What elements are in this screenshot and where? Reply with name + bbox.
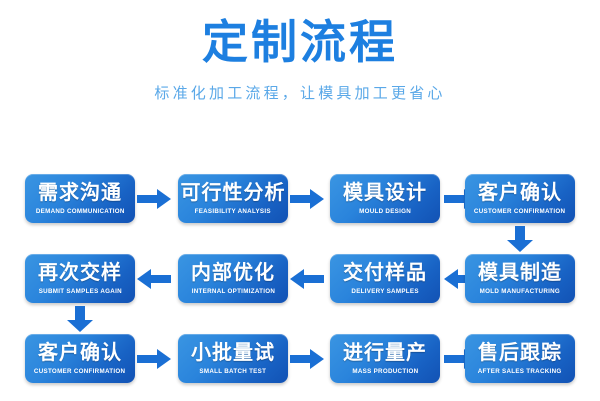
flow-node-label-cn: 售后跟踪	[478, 341, 562, 364]
flow-node-label-en: DEMAND COMMUNICATION	[35, 207, 125, 215]
header: 定制流程 标准化加工流程，让模具加工更省心	[0, 0, 600, 140]
page-subtitle: 标准化加工流程，让模具加工更省心	[154, 85, 446, 102]
flow-node-label-cn: 模具设计	[343, 181, 427, 204]
flow-node-label-en: INTERNAL OPTIMIZATION	[191, 287, 275, 295]
flow-node-label-en: MOULD DESIGN	[359, 207, 411, 215]
flow-node-label-en: MASS PRODUCTION	[351, 367, 419, 375]
flow-node-mold-manufacturing[interactable]: 模具制造 MOLD MANUFACTURING	[465, 254, 575, 303]
flow-node-internal-optimization[interactable]: 内部优化 INTERNAL OPTIMIZATION	[178, 254, 288, 303]
flow-node-label-cn: 客户确认	[478, 181, 562, 204]
flow-node-label-en: AFTER SALES TRACKING	[478, 367, 562, 375]
arrow-left-r2-1	[137, 269, 171, 289]
flow-node-label-cn: 客户确认	[38, 341, 122, 364]
flow-node-label-en: SMALL BATCH TEST	[199, 367, 267, 375]
page-title: 定制流程	[202, 16, 398, 68]
flow-node-delivery-samples[interactable]: 交付样品 DELIVERY SAMPLES	[330, 254, 440, 303]
flow-node-label-cn: 交付样品	[343, 261, 427, 284]
flow-node-label-en: CUSTOMER CONFIRMATION	[474, 207, 566, 215]
flow-node-label-cn: 小批量试	[191, 341, 275, 364]
flow-node-demand-communication[interactable]: 需求沟通 DEMAND COMMUNICATION	[25, 174, 135, 223]
arrow-right-r3-2	[290, 349, 324, 369]
flow-node-customer-confirmation-1[interactable]: 客户确认 CUSTOMER CONFIRMATION	[465, 174, 575, 223]
flow-node-label-cn: 再次交样	[38, 261, 122, 284]
arrow-down-right	[507, 226, 533, 252]
flow-node-label-en: FEASIBILITY ANALYSIS	[194, 207, 272, 215]
flow-node-mass-production[interactable]: 进行量产 MASS PRODUCTION	[330, 334, 440, 383]
process-flow-diagram: 需求沟通 DEMAND COMMUNICATION 可行性分析 FEASIBIL…	[0, 150, 600, 401]
flow-node-label-en: MOLD MANUFACTURING	[479, 287, 561, 295]
flow-node-label-cn: 进行量产	[343, 341, 427, 364]
arrow-left-r2-2	[290, 269, 324, 289]
arrow-right-r3-1	[137, 349, 171, 369]
flow-node-after-sales-tracking[interactable]: 售后跟踪 AFTER SALES TRACKING	[465, 334, 575, 383]
flow-node-mould-design[interactable]: 模具设计 MOULD DESIGN	[330, 174, 440, 223]
flow-node-label-cn: 可行性分析	[180, 181, 286, 204]
arrow-right-r1-1	[137, 189, 171, 209]
flow-node-label-cn: 需求沟通	[38, 181, 122, 204]
flow-node-submit-samples-again[interactable]: 再次交样 SUBMIT SAMPLES AGAIN	[25, 254, 135, 303]
arrow-down-left	[67, 306, 93, 332]
flow-node-small-batch-test[interactable]: 小批量试 SMALL BATCH TEST	[178, 334, 288, 383]
flow-node-customer-confirmation-2[interactable]: 客户确认 CUSTOMER CONFIRMATION	[25, 334, 135, 383]
flow-node-label-cn: 内部优化	[191, 261, 275, 284]
arrow-left-r2-3	[444, 269, 478, 289]
arrow-right-r1-2	[290, 189, 324, 209]
flow-node-label-en: SUBMIT SAMPLES AGAIN	[38, 287, 122, 295]
flow-node-label-cn: 模具制造	[478, 261, 562, 284]
flow-node-label-en: CUSTOMER CONFIRMATION	[34, 367, 126, 375]
flow-node-label-en: DELIVERY SAMPLES	[351, 287, 419, 295]
flow-node-feasibility-analysis[interactable]: 可行性分析 FEASIBILITY ANALYSIS	[178, 174, 288, 223]
